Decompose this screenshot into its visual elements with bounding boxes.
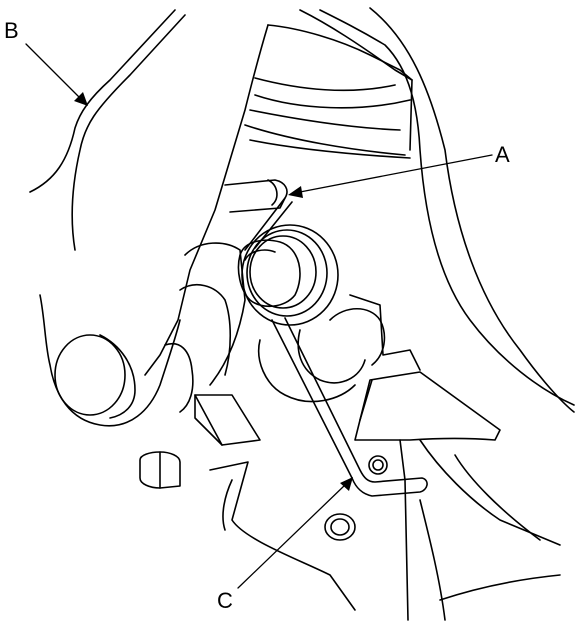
right-plate-edge: [439, 574, 561, 601]
bracket-edge-inner: [71, 14, 186, 251]
pivot-boss-outer: [39, 294, 181, 427]
right-boss-2: [349, 294, 421, 371]
pedal-arm-right-edge: [267, 24, 413, 81]
spring-coil-outer: [241, 224, 339, 326]
housing-bottom-edge-2: [454, 454, 541, 541]
spring-coil-mid: [246, 229, 328, 317]
bolt-hole-1: [368, 455, 388, 475]
leader-a: [299, 154, 493, 193]
bolt-hole-2: [324, 513, 356, 541]
lower-boss-2: [297, 329, 366, 384]
spring-coil-inner: [249, 235, 317, 309]
pedal-arm-rib-4: [249, 139, 411, 159]
callout-label-b: B: [4, 18, 19, 43]
pedal-arm-left-edge: [144, 24, 269, 376]
leader-c: [237, 484, 346, 589]
pedal-arm-rib-2: [254, 94, 411, 109]
shaft-housing: [184, 242, 246, 386]
shaft-housing-3: [164, 343, 194, 413]
right-bracket-2: [359, 379, 373, 421]
right-bracket-lower: [399, 439, 409, 621]
lower-tab-side: [194, 394, 223, 446]
spring-arm-upper-1: [244, 197, 286, 251]
pivot-boss-flange: [99, 334, 136, 419]
pedal-arm-rib-3: [244, 124, 406, 156]
stop-pin-end: [267, 179, 278, 206]
right-boss: [329, 308, 386, 366]
housing-bottom-edge: [419, 499, 446, 621]
small-pin: [139, 451, 181, 489]
right-bracket-slope: [419, 439, 561, 546]
spring-collar-face: [244, 249, 276, 261]
arrowhead-c: [340, 477, 353, 491]
housing-rim: [299, 9, 413, 151]
arrowhead-b: [74, 92, 88, 106]
lower-plate-left: [209, 461, 356, 611]
pedal-arm-rib-5: [254, 77, 396, 92]
pedal-arm-rib-1: [249, 109, 401, 131]
pivot-hole: [54, 334, 126, 416]
housing-outer-edge: [369, 7, 575, 413]
callout-label-c: C: [217, 588, 233, 613]
spring-collar: [237, 239, 301, 308]
lower-plate-right: [222, 479, 233, 531]
callout-label-a: A: [495, 142, 510, 167]
arrowhead-a: [288, 186, 303, 198]
lower-boss: [258, 339, 356, 403]
lower-tab: [194, 394, 261, 446]
shaft-housing-2: [179, 284, 231, 376]
housing-inner-edge: [319, 9, 575, 406]
spring-arm-upper-2: [254, 201, 293, 249]
spring-leg-1: [271, 317, 428, 497]
bolt-hole-1-inner: [372, 459, 384, 471]
right-bracket: [354, 371, 501, 441]
bolt-hole-2-inner: [330, 518, 350, 536]
leader-b: [25, 43, 81, 99]
bracket-edge-outer: [29, 9, 176, 193]
